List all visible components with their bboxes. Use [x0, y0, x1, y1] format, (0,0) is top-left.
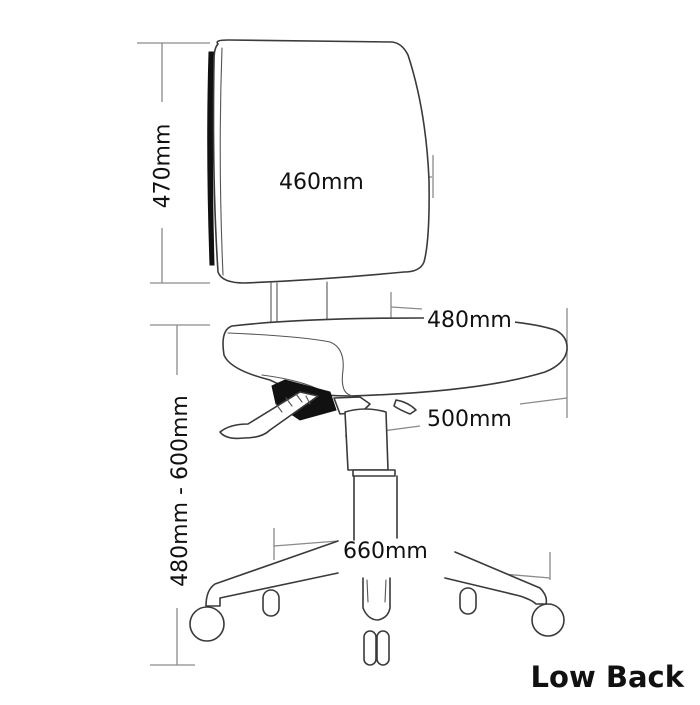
backrest — [207, 39, 430, 284]
seat-depth-label: 480mm — [424, 310, 515, 332]
seat — [222, 317, 568, 397]
base-diameter-label: 660mm — [340, 541, 431, 563]
five-star-base — [205, 540, 548, 621]
back-support-post — [270, 281, 328, 323]
castor-left-front — [189, 606, 225, 642]
seat-height-label: 480mm - 600mm — [168, 392, 193, 590]
castor-right-rear — [459, 587, 477, 615]
castor-left-rear — [262, 589, 280, 617]
castors — [189, 587, 565, 666]
gas-lift-column — [344, 408, 398, 541]
castor-front-a — [363, 630, 377, 666]
castor-right-front — [531, 603, 565, 637]
backrest-width-label: 460mm — [276, 172, 367, 194]
chair-model-caption: Low Back — [530, 660, 684, 694]
backrest-height-label: 470mm — [150, 120, 175, 212]
seat-width-label: 500mm — [424, 409, 515, 431]
seat-mechanism — [219, 379, 417, 440]
castor-front-b — [376, 630, 390, 666]
